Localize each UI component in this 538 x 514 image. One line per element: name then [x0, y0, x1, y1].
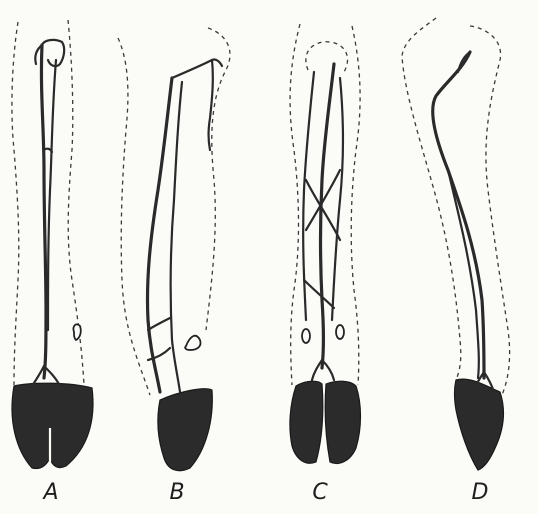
- panel-c-vessel-right: [332, 78, 343, 320]
- panel-a-vessel-branch: [48, 60, 56, 330]
- panel-c-dewclaw-left: [302, 329, 310, 343]
- panel-c-vessel-cross-3: [304, 280, 334, 308]
- panel-c-hoof-left: [290, 381, 323, 463]
- panel-c-dewclaw-right: [336, 325, 344, 339]
- panel-b-leg-outline-left: [118, 38, 150, 395]
- panel-d-hoof: [455, 379, 504, 470]
- panel-a-vessel-main: [41, 45, 46, 378]
- panel-b-ergot: [185, 336, 200, 350]
- panel-label-a: A: [36, 480, 66, 505]
- panel-a-hoof: [12, 383, 93, 468]
- panel-a-ergot: [73, 324, 80, 340]
- panel-c-vessel-fork-right: [322, 360, 334, 380]
- panel-d-vessel-second: [448, 170, 479, 378]
- panel-b-leg-outline-right: [206, 28, 230, 330]
- panel-label-d: D: [465, 480, 495, 505]
- panel-c-hoof-right: [325, 381, 360, 463]
- panel-c-vessel-fork-left: [312, 360, 322, 380]
- panel-b-hoof: [158, 389, 212, 471]
- panel-c-vessel-left: [303, 72, 314, 320]
- panel-b-vessel-lower-link: [148, 318, 170, 330]
- panel-d-leg-outline-left: [402, 18, 461, 380]
- panel-b-drawing: [118, 28, 230, 471]
- panel-label-b: B: [162, 480, 192, 505]
- panel-a-leg-outline: [12, 22, 19, 385]
- panel-d-drawing: [402, 18, 510, 470]
- panel-label-c: C: [305, 480, 335, 505]
- panel-c-drawing: [290, 24, 361, 463]
- panel-b-vessel-main: [147, 78, 172, 392]
- panel-b-vessel-top-right: [172, 59, 222, 78]
- panel-c-top-cap: [306, 42, 348, 72]
- panel-c-leg-outline-right: [351, 26, 360, 385]
- panel-a-drawing: [12, 20, 93, 469]
- panel-a-vessel-top-loop: [42, 40, 64, 66]
- panel-b-vessel-second: [171, 82, 182, 392]
- panel-d-leg-outline-right: [470, 26, 510, 395]
- panel-c-leg-outline-left: [290, 24, 300, 385]
